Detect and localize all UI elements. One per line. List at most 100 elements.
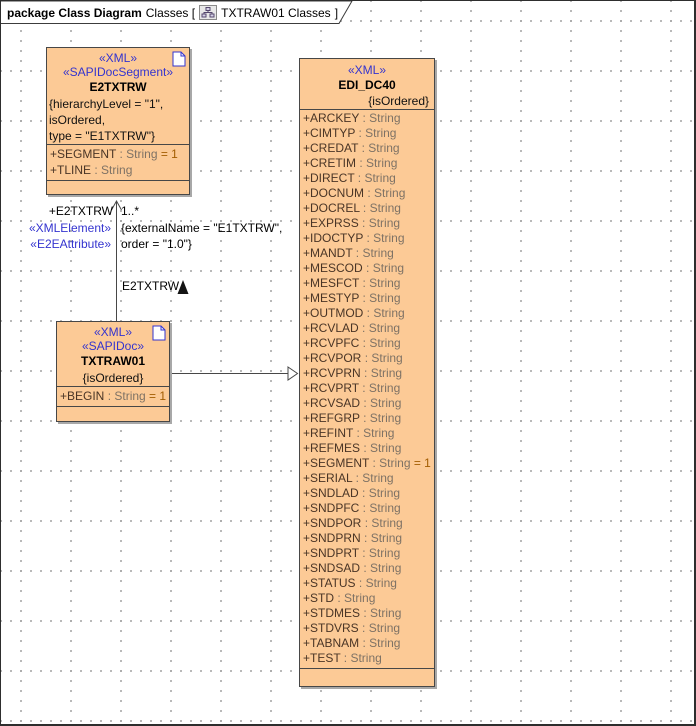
attribute-name: +DOCNUM — [303, 186, 365, 200]
class-e2txtrw[interactable]: «XML» «SAPIDocSegment» E2TXTRW {hierarch… — [46, 47, 190, 195]
attribute-row: +SNDPOR : String — [303, 516, 434, 531]
attribute-type: : String — [358, 546, 401, 560]
diagram-bracket-label: ] — [334, 5, 339, 20]
attribute-type: : String — [359, 411, 402, 425]
attribute-type: : String — [360, 561, 402, 575]
diagram-frame-tab: package Class Diagram Classes [ TXTRAW01… — [1, 1, 353, 24]
association-open-arrowhead — [111, 199, 122, 211]
attribute-type: : String — [360, 606, 402, 620]
generalization-hollow-arrowhead — [287, 366, 299, 381]
attribute-row: +SNDPFC : String — [303, 501, 434, 516]
attribute-type: : String — [359, 201, 401, 215]
attribute-name: +RCVPOR — [303, 351, 362, 365]
attribute-row: +STDVRS : String — [303, 621, 434, 636]
association-role-label: +E2TXTRW — [48, 204, 113, 218]
class-e2txtrw-attributes: +SEGMENT : String = 1+TLINE : String — [47, 144, 189, 180]
attribute-name: +STDVRS — [303, 621, 359, 635]
class-txtraw01[interactable]: «XML» «SAPIDoc» TXTRAW01 {isOrdered} +BE… — [56, 321, 170, 422]
attribute-type: : String — [361, 351, 403, 365]
attribute-name: +REFMES — [303, 441, 361, 455]
attribute-row: +ARCKEY : String — [303, 111, 434, 126]
attribute-row: +STD : String — [303, 591, 434, 606]
attribute-row: +STATUS : String — [303, 576, 434, 591]
attribute-type: : String — [358, 216, 401, 230]
attribute-row: +OUTMOD : String — [303, 306, 434, 321]
attribute-type: : String — [360, 366, 403, 380]
class-constraint: isOrdered, — [49, 113, 106, 127]
attribute-row: +SNDPRN : String — [303, 531, 434, 546]
attribute-row: +DOCREL : String — [303, 201, 434, 216]
class-diagram-icon — [199, 5, 218, 20]
association-constraint-label: {externalName = "E1TXTRW", — [121, 221, 283, 235]
attribute-row: +TLINE : String — [50, 162, 189, 178]
attribute-name: +REFGRP — [303, 411, 360, 425]
class-edi-dc40[interactable]: «XML» EDI_DC40 {isOrdered} +ARCKEY : Str… — [299, 58, 435, 687]
attribute-row: +DOCNUM : String — [303, 186, 434, 201]
operations-compartment-empty — [57, 406, 169, 421]
attribute-row: +DIRECT : String — [303, 171, 434, 186]
attribute-name: +STDMES — [303, 606, 361, 620]
attribute-row: +SNDLAD : String — [303, 486, 434, 501]
stereotype: «XML» — [93, 325, 133, 339]
document-icon — [152, 325, 166, 341]
attribute-name: +RCVPRN — [303, 366, 361, 380]
attribute-row: +SEGMENT : String = 1 — [50, 146, 189, 162]
attribute-type: : String — [369, 456, 411, 470]
attribute-row: +SNDPRT : String — [303, 546, 434, 561]
class-name: EDI_DC40 — [338, 78, 396, 92]
attribute-row: +EXPRSS : String — [303, 216, 434, 231]
attribute-type: : String — [363, 306, 405, 320]
association-stereotype-label: «E2EAttribute» — [30, 237, 111, 251]
diagram-kind-label: package Class Diagram — [7, 5, 142, 20]
attribute-type: : String — [355, 126, 397, 140]
attribute-name: +ARCKEY — [303, 111, 360, 125]
attribute-name: +SNDPOR — [303, 516, 362, 530]
attribute-name: +RCVPFC — [303, 336, 360, 350]
attribute-type: : String — [360, 396, 402, 410]
attribute-row: +MANDT : String — [303, 246, 434, 261]
attribute-name: +SEGMENT — [50, 147, 117, 161]
attribute-row: +RCVPFC : String — [303, 336, 434, 351]
attribute-type: : String — [364, 186, 406, 200]
attribute-type: : String — [352, 471, 394, 485]
diagram-title: package Class Diagram Classes [ TXTRAW01… — [7, 5, 338, 20]
attribute-row: +SERIAL : String — [303, 471, 434, 486]
diagram-context-label: Classes [ — [145, 5, 196, 20]
attribute-row: +TABNAM : String — [303, 636, 434, 651]
attribute-type: : String — [356, 156, 398, 170]
association-multiplicity-label: 1..* — [121, 204, 140, 218]
attribute-row: +MESFCT : String — [303, 276, 434, 291]
operations-compartment-empty — [47, 180, 189, 194]
attribute-type: : String — [91, 163, 133, 177]
attribute-default: = 1 — [157, 147, 178, 161]
attribute-name: +MESCOD — [303, 261, 363, 275]
attribute-row: +MESTYP : String — [303, 291, 434, 306]
class-name: E2TXTRW — [89, 80, 147, 94]
attribute-type: : String — [358, 141, 400, 155]
attribute-row: +CRETIM : String — [303, 156, 434, 171]
attribute-type: : String — [104, 389, 146, 403]
stereotype: «SAPIDoc» — [81, 339, 145, 353]
attribute-name: +MESFCT — [303, 276, 360, 290]
attribute-type: : String — [358, 621, 401, 635]
class-edi-dc40-attributes: +ARCKEY : String+CIMTYP : String+CREDAT … — [300, 109, 434, 668]
class-constraint: type = "E1TXTRW"} — [49, 129, 156, 143]
attribute-name: +TLINE — [50, 163, 92, 177]
association-constraint-label: order = "1.0"} — [121, 237, 192, 251]
attribute-type: : String — [116, 147, 158, 161]
attribute-type: : String — [362, 261, 405, 275]
attribute-name: +BEGIN — [60, 389, 105, 403]
stereotype: «XML» — [347, 63, 387, 77]
class-e2txtrw-header: «XML» «SAPIDocSegment» E2TXTRW {hierarch… — [47, 48, 189, 144]
attribute-name: +SERIAL — [303, 471, 353, 485]
attribute-row: +CREDAT : String — [303, 141, 434, 156]
attribute-type: : String — [358, 381, 401, 395]
diagram-name-label: TXTRAW01 Classes — [221, 5, 331, 20]
class-constraint: {isOrdered} — [82, 371, 144, 385]
attribute-name: +STATUS — [303, 576, 356, 590]
attribute-type: : String — [361, 516, 403, 530]
attribute-name: +MESTYP — [303, 291, 360, 305]
class-constraint: {isOrdered} — [368, 94, 429, 108]
attribute-type: : String — [354, 171, 396, 185]
